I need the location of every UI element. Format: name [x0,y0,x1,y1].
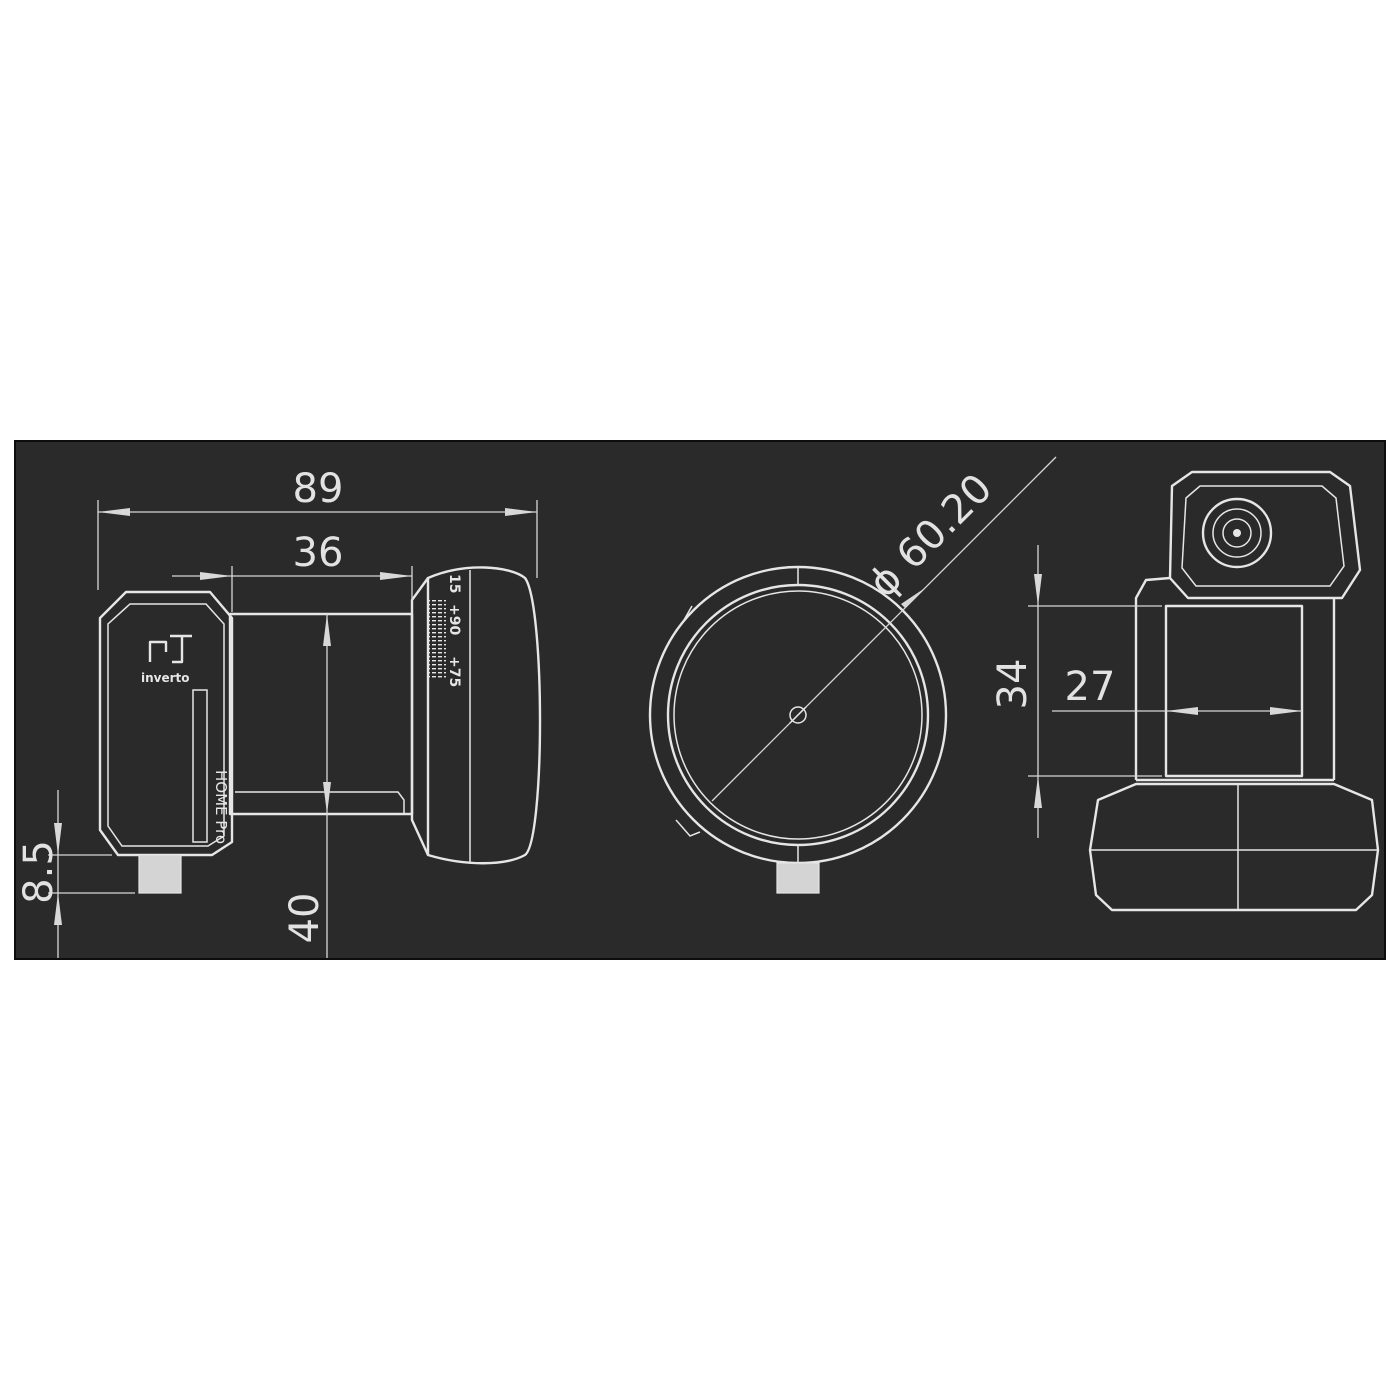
dimension-rear-width: 27 [1065,664,1116,710]
dimension-overall-length: 89 [293,466,344,512]
neck [228,612,414,816]
brand-label: inverto [141,671,190,685]
f-connector [776,862,820,894]
dimension-body-length: 36 [293,530,344,576]
dimension-connector-height: 8.5 [16,840,62,904]
base-cap [1088,782,1380,912]
f-connector-port [1201,497,1273,569]
dimension-rear-height: 34 [990,659,1036,710]
skew-scale-label: +75 [446,656,462,687]
feedhorn-cap [426,566,542,865]
connector-head [1168,470,1362,600]
rear-view: 34 27 [990,470,1380,912]
housing [98,590,234,857]
side-view: 15 +90 +75 inverto HOME Pro 89 36 [16,466,542,958]
skew-scale-label: 15 [446,574,462,593]
rear-body [1164,604,1304,778]
model-label: HOME Pro [212,770,230,844]
dimension-body-height: 40 [282,893,328,944]
skew-scale-label: +90 [446,604,462,635]
f-connector [138,854,182,894]
inverto-logo-icon [148,634,192,664]
drawing-panel [14,440,1386,960]
